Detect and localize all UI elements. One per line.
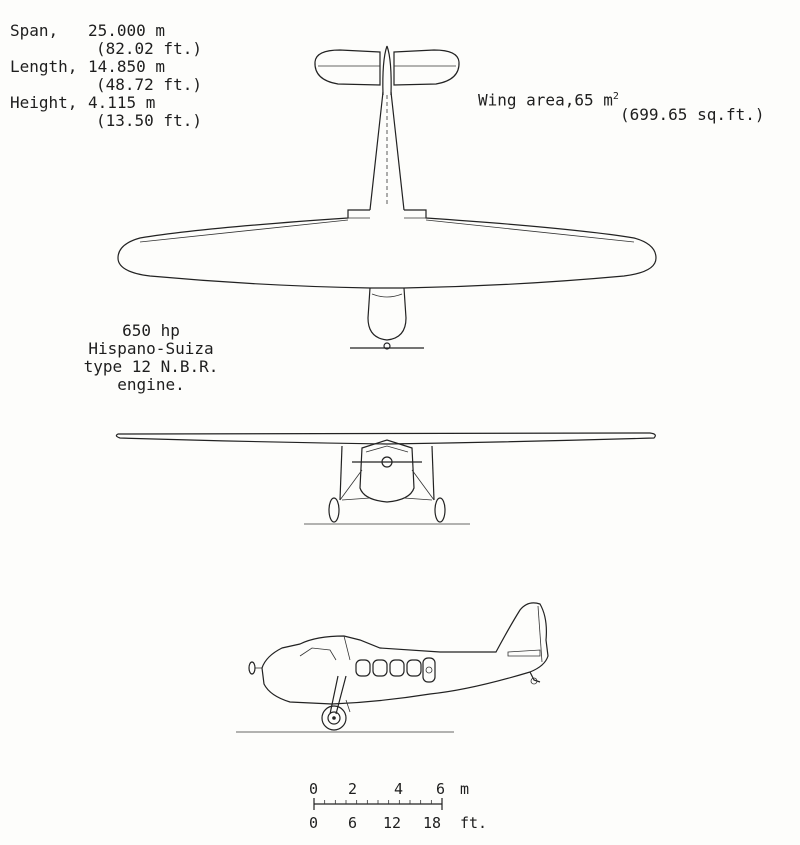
scale-bar: 0 2 4 6 m 0 6 12 18 ft. <box>309 780 487 832</box>
scale-metric-tick-1: 2 <box>348 780 357 798</box>
scale-metric-tick-0: 0 <box>309 780 318 798</box>
height-imperial: (13.50 ft.) <box>96 111 202 130</box>
scale-ticks <box>324 800 432 804</box>
side-window-3 <box>389 659 405 677</box>
side-propeller <box>248 661 256 675</box>
side-fuselage <box>261 602 549 705</box>
scale-metric-unit: m <box>460 780 469 798</box>
scale-metric-tick-2: 4 <box>394 780 403 798</box>
front-right-wheel <box>434 497 446 523</box>
front-left-wheel <box>328 497 340 523</box>
plan-view <box>117 45 657 350</box>
side-main-wheel <box>321 705 347 731</box>
scale-imperial-tick-3: 18 <box>423 814 441 832</box>
wing-area-imperial: (699.65 sq.ft.) <box>620 105 765 124</box>
side-tail-skid <box>529 671 541 683</box>
plan-wing <box>117 209 657 289</box>
height-label: Height, <box>10 93 78 112</box>
scale-metric-tick-3: 6 <box>436 780 445 798</box>
side-tailplane <box>507 649 541 657</box>
front-fuselage <box>359 439 415 503</box>
plan-tailplane <box>314 49 381 86</box>
span-metric: 25.000 m <box>88 21 166 40</box>
engine-line-4: engine. <box>117 375 185 394</box>
wing-area-value: 65 m <box>574 90 613 110</box>
front-wing <box>115 432 656 445</box>
front-view <box>115 432 656 525</box>
scale-imperial-unit: ft. <box>460 814 487 832</box>
length-metric: 14.850 m <box>88 57 166 76</box>
side-window-1 <box>355 659 371 677</box>
scale-imperial-tick-1: 6 <box>348 814 357 832</box>
plan-fin <box>382 45 392 96</box>
span-imperial: (82.02 ft.) <box>96 39 202 58</box>
engine-line-2: Hispano-Suiza <box>88 339 214 358</box>
scale-imperial-tick-2: 12 <box>383 814 401 832</box>
side-door <box>422 657 436 683</box>
scale-imperial-tick-0: 0 <box>309 814 318 832</box>
span-label: Span, <box>10 21 59 40</box>
plan-fuselage <box>369 91 405 211</box>
side-window-4 <box>406 659 422 677</box>
engine-line-1: 650 hp <box>122 321 180 340</box>
wing-area: Wing area,65 m2 <box>478 88 619 109</box>
plan-nose <box>367 287 407 341</box>
length-label: Length, <box>10 57 78 76</box>
height-metric: 4.115 m <box>88 93 156 112</box>
engine-line-3: type 12 N.B.R. <box>83 357 219 376</box>
wing-area-label: Wing area, <box>478 90 575 110</box>
wing-area-superscript: 2 <box>612 91 619 102</box>
side-window-2 <box>372 659 388 677</box>
side-view <box>236 602 549 733</box>
length-imperial: (48.72 ft.) <box>96 75 202 94</box>
